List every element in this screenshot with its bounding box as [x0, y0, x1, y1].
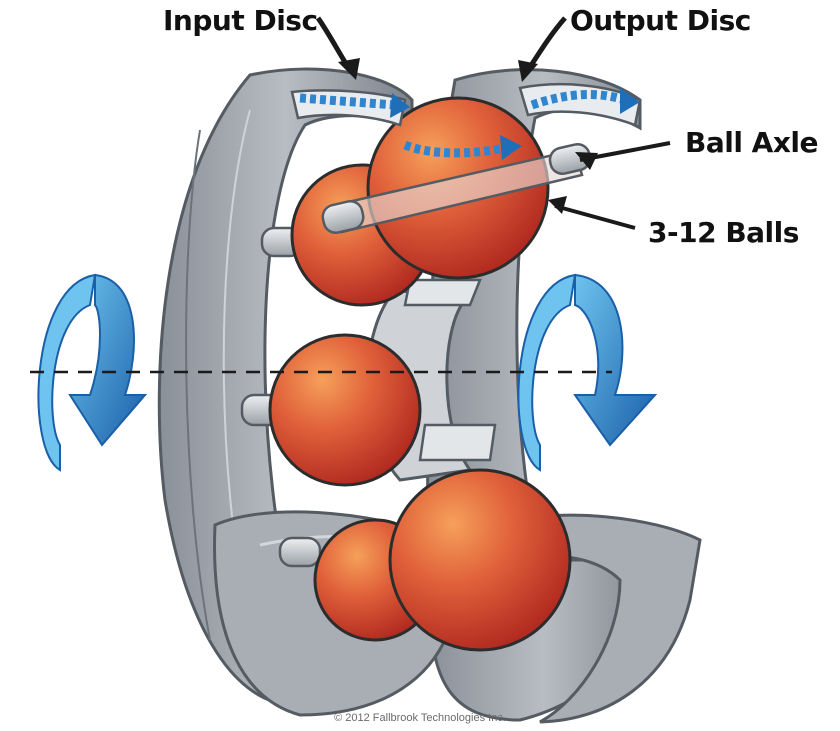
rotation-arrow-right — [517, 273, 658, 472]
rotation-arrow-left — [37, 273, 148, 472]
ball-axle-rod — [321, 142, 592, 234]
leader-lines — [315, 16, 671, 230]
flow-arrows — [290, 82, 642, 160]
ball — [388, 468, 572, 652]
ball-axle-label: Ball Axle — [685, 126, 819, 159]
input-disc-label: Input Disc — [163, 4, 318, 37]
ball — [268, 333, 422, 487]
copyright-notice: © 2012 Fallbrook Technologies Inc. — [334, 712, 506, 724]
output-disc-label: Output Disc — [570, 4, 751, 37]
balls-label: 3-12 Balls — [648, 216, 799, 249]
